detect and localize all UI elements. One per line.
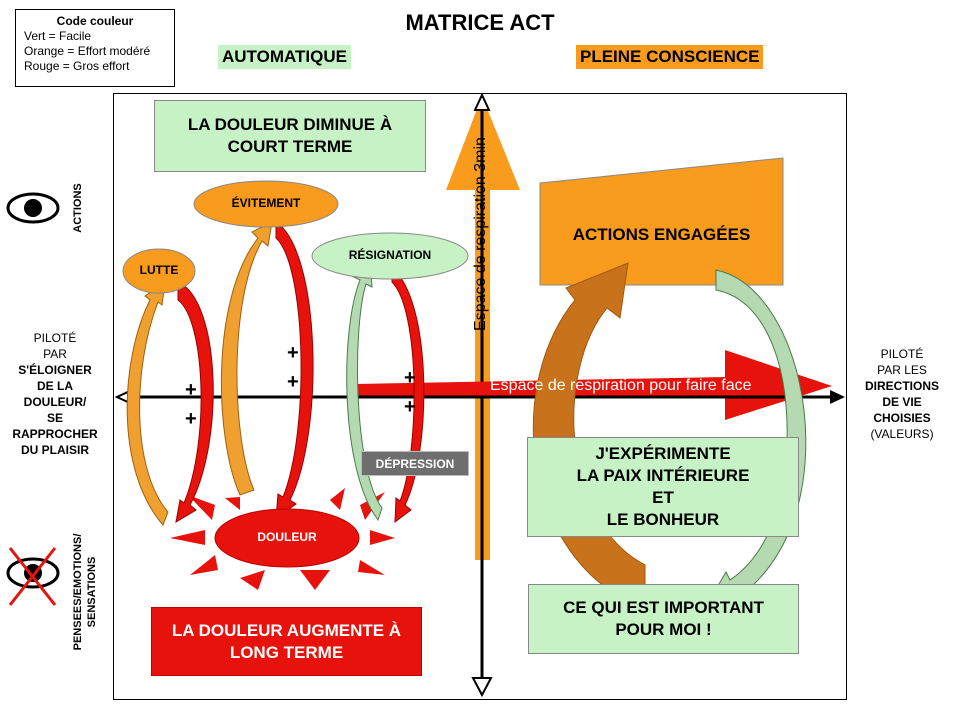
important-line1: CE QUI EST IMPORTANT bbox=[563, 598, 764, 617]
important-box: CE QUI EST IMPORTANT POUR MOI ! bbox=[528, 584, 799, 654]
douleur-ray bbox=[330, 488, 345, 510]
cycle-arrow-orange bbox=[532, 262, 646, 593]
eye-icon bbox=[6, 192, 60, 224]
paix-box: J'EXPÉRIMENTE LA PAIX INTÉRIEURE ET LE B… bbox=[527, 437, 799, 537]
plus-sign: + bbox=[404, 367, 416, 389]
actions-vertical-label: ACTIONS bbox=[72, 183, 84, 233]
left-side-line1: PILOTÉ bbox=[33, 331, 77, 345]
lutte-arrow-red bbox=[175, 281, 214, 523]
depression-box: DÉPRESSION bbox=[361, 451, 469, 476]
lutte-arrow-orange bbox=[126, 280, 169, 526]
short-term-box: LA DOULEUR DIMINUE À COURT TERME bbox=[154, 100, 426, 172]
paix-line1: J'EXPÉRIMENTE bbox=[595, 444, 731, 463]
lutte-ellipse bbox=[122, 248, 196, 294]
lutte-label: LUTTE bbox=[139, 263, 179, 277]
right-side-line2: PAR LES bbox=[877, 363, 927, 377]
page-title: MATRICE ACT bbox=[405, 10, 555, 35]
quadrant-label-automatique: AUTOMATIQUE bbox=[218, 45, 351, 69]
resignation-ellipse bbox=[311, 232, 469, 280]
horizontal-arrow-label: Espace de respiration pour faire face bbox=[490, 377, 752, 394]
actions-engagees-label: ACTIONS ENGAGÉES bbox=[572, 225, 751, 244]
douleur-ray bbox=[300, 570, 330, 590]
legend-line-orange: Orange = Effort modéré bbox=[24, 44, 151, 58]
douleur-ray bbox=[370, 530, 395, 545]
evitement-arrow-red bbox=[275, 221, 314, 520]
right-side-line4: DE VIE bbox=[882, 395, 922, 409]
right-side-line1: PILOTÉ bbox=[880, 347, 924, 361]
douleur-ellipse bbox=[214, 508, 360, 568]
right-side-line3: DIRECTIONS bbox=[864, 379, 939, 393]
pensees-vertical-label: PENSEES/EMOTIONS/ SENSATIONS bbox=[71, 517, 99, 667]
legend-line-green: Vert = Facile bbox=[24, 29, 92, 43]
crossed-eye-icon bbox=[6, 547, 60, 606]
left-side-line4: DE LA bbox=[37, 379, 73, 393]
matrix-frame bbox=[113, 93, 847, 700]
pensees-line1: PENSEES/EMOTIONS/ bbox=[72, 533, 84, 651]
long-term-line2: LONG TERME bbox=[229, 642, 344, 662]
long-term-line1: LA DOULEUR AUGMENTE À bbox=[171, 620, 402, 640]
right-side-line6: (VALEURS) bbox=[870, 427, 934, 441]
left-side-line5: DOULEUR/ bbox=[23, 395, 87, 409]
actions-engagees-shape bbox=[539, 157, 784, 286]
paix-line2: LA PAIX INTÉRIEURE bbox=[576, 466, 750, 485]
douleur-ray bbox=[225, 497, 240, 510]
short-term-line1: LA DOULEUR DIMINUE À bbox=[187, 115, 393, 134]
left-side-line2: PAR bbox=[43, 347, 67, 361]
evitement-label: ÉVITEMENT bbox=[231, 196, 301, 210]
douleur-label: DOULEUR bbox=[257, 530, 317, 544]
paix-line3: ET bbox=[652, 488, 674, 507]
left-side-line3: S'ÉLOIGNER bbox=[18, 363, 92, 377]
plus-sign: + bbox=[185, 379, 197, 401]
douleur-ray bbox=[170, 530, 205, 545]
plus-sign: + bbox=[404, 396, 416, 418]
important-line2: POUR MOI ! bbox=[615, 620, 712, 639]
short-term-line2: COURT TERME bbox=[227, 137, 353, 156]
douleur-ray bbox=[358, 560, 385, 575]
evitement-ellipse bbox=[193, 180, 339, 228]
right-side-line5: CHOISIES bbox=[873, 411, 931, 425]
legend-title: Code couleur bbox=[56, 14, 134, 28]
plus-sign: + bbox=[185, 408, 197, 430]
quadrant-label-pleine-conscience: PLEINE CONSCIENCE bbox=[576, 45, 764, 69]
douleur-ray bbox=[188, 495, 215, 520]
resignation-label: RÉSIGNATION bbox=[348, 248, 432, 262]
horizontal-axis-arrowhead-right bbox=[830, 390, 845, 404]
plus-sign: + bbox=[287, 342, 299, 364]
horizontal-breathing-arrow bbox=[355, 350, 832, 420]
douleur-ray bbox=[240, 570, 265, 590]
paix-line4: LE BONHEUR bbox=[606, 510, 720, 529]
right-side-label: PILOTÉ PAR LES DIRECTIONS DE VIE CHOISIE… bbox=[852, 346, 952, 442]
left-side-line8: DU PLAISIR bbox=[20, 443, 89, 457]
douleur-ray bbox=[190, 555, 218, 575]
color-legend: Code couleur Vert = Facile Orange = Effo… bbox=[15, 9, 175, 87]
left-side-line6: SE bbox=[46, 411, 63, 425]
vertical-arrow-label: Espace de respiration 3min bbox=[472, 137, 489, 331]
plus-sign: + bbox=[287, 371, 299, 393]
vertical-axis-arrowhead-top bbox=[473, 92, 491, 111]
pensees-line2: SENSATIONS bbox=[86, 556, 98, 628]
legend-line-red: Rouge = Gros effort bbox=[24, 59, 130, 73]
evitement-arrow-orange bbox=[220, 221, 273, 496]
left-side-label: PILOTÉ PAR S'ÉLOIGNER DE LA DOULEUR/ SE … bbox=[0, 330, 110, 458]
left-side-line7: RAPPROCHER bbox=[12, 427, 98, 441]
vertical-axis-arrowhead-bottom bbox=[471, 677, 493, 698]
